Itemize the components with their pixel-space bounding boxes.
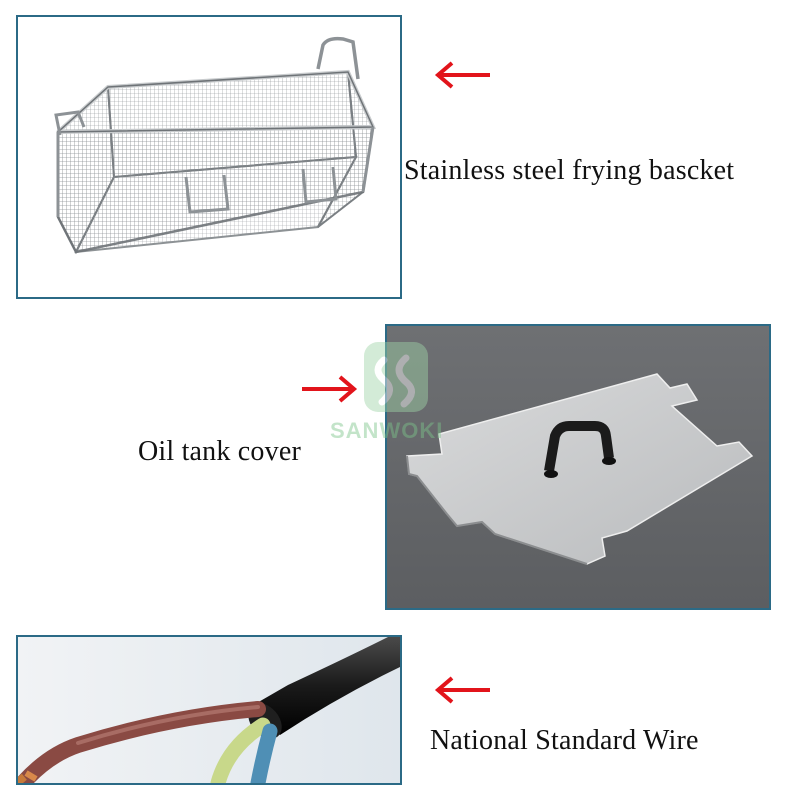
sanwoki-watermark: SANWOKI xyxy=(322,340,472,450)
frying-basket-image-frame xyxy=(16,15,402,299)
oil-tank-cover-caption: Oil tank cover xyxy=(138,436,301,467)
sanwoki-logo-icon xyxy=(364,342,428,412)
oil-tank-cover-image-frame xyxy=(385,324,771,610)
left-arrow-icon xyxy=(434,676,490,704)
watermark-text: SANWOKI xyxy=(330,418,444,443)
oil-tank-cover-image xyxy=(387,326,769,608)
power-wire-image-frame xyxy=(16,635,402,785)
frying-basket-image xyxy=(54,36,377,255)
left-arrow-icon xyxy=(434,61,490,89)
power-wire-caption: National Standard Wire xyxy=(430,725,699,756)
right-arrow-icon xyxy=(302,375,358,403)
frying-basket-caption: Stainless steel frying bascket xyxy=(404,155,735,186)
power-wire-image xyxy=(18,637,400,783)
